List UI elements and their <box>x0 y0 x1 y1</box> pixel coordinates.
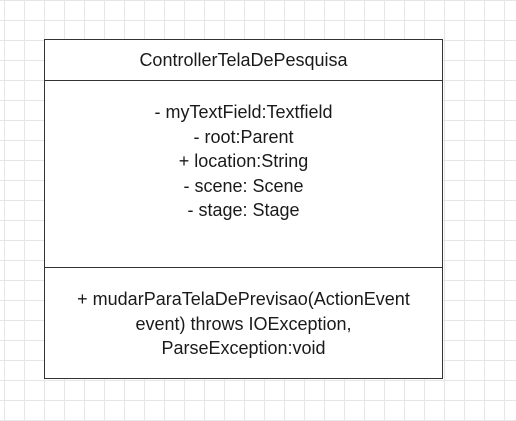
attribute-item: + location:String <box>178 151 309 171</box>
uml-class-box[interactable]: ControllerTelaDePesquisa - myTextField:T… <box>44 39 443 379</box>
operations-compartment: + mudarParaTelaDePrevisao(ActionEvent ev… <box>45 268 442 378</box>
attribute-item: - root:Parent <box>193 126 294 147</box>
class-name: ControllerTelaDePesquisa <box>139 49 348 70</box>
operation-line: ParseException:void <box>161 338 326 358</box>
class-name-compartment: ControllerTelaDePesquisa <box>45 40 442 81</box>
attributes-compartment: - myTextField:Textfield - root:Parent + … <box>45 81 442 268</box>
operation-line: event) throws IOException, <box>135 313 352 334</box>
attribute-item: - myTextField:Textfield <box>154 102 333 122</box>
operation-line: + mudarParaTelaDePrevisao(ActionEvent <box>77 289 410 309</box>
attribute-item: - stage: Stage <box>187 200 300 220</box>
attribute-item: - scene: Scene <box>183 175 304 196</box>
